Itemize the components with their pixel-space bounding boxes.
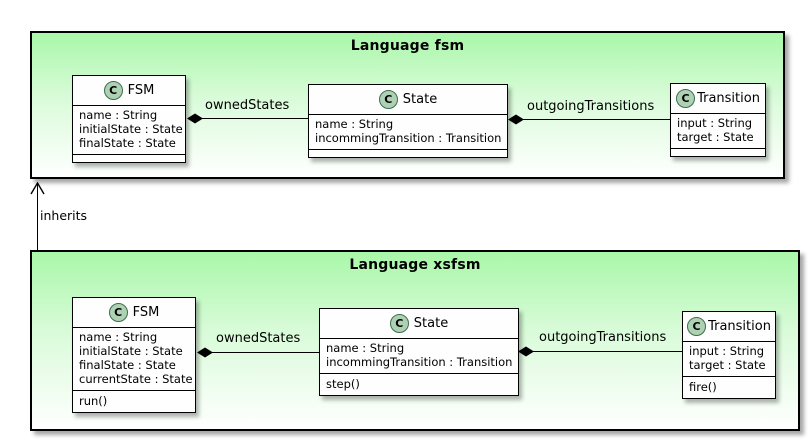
class-name: FSM [132,305,160,320]
package-title: Language fsm [350,38,465,54]
class-transition: C Transition input : String target : Sta… [682,311,776,399]
attribute: name : String [79,108,158,122]
class-name: State [413,316,449,331]
association-ownedstates-line [200,352,319,354]
class-header: C FSM [73,76,185,105]
methods-compartment [73,154,185,162]
association-ownedstates-line [190,118,308,120]
attribute: incommingTransition : Transition [326,355,513,369]
aggregation-diamond-icon [187,113,203,124]
attribute: finalState : State [79,358,176,372]
package-title: Language xsfsm [349,257,481,273]
methods-compartment: fire() [683,376,775,398]
attribute: input : String [677,116,753,130]
class-fsm: C FSM name : String initialState : State… [72,297,196,413]
methods-compartment: step() [320,373,518,395]
association-outgoingtransitions-line [521,351,682,353]
attributes-compartment: input : String target : State [683,341,775,376]
class-header: C FSM [73,298,195,327]
class-stereotype-icon: C [103,81,123,100]
arrowhead-icon [30,182,45,195]
attributes-compartment: name : String initialState : State final… [73,327,195,390]
attribute: finalState : State [79,136,176,150]
class-stereotype-icon: C [389,314,409,333]
class-header: C Transition [671,84,765,113]
methods-compartment [671,148,765,156]
association-label: ownedStates [205,98,290,113]
attribute: target : State [677,130,754,144]
methods-compartment: run() [73,390,195,412]
class-state: C State name : String incommingTransitio… [308,84,508,158]
attributes-compartment: name : String initialState : State final… [73,105,185,154]
attribute: initialState : State [79,344,183,358]
attributes-compartment: name : String incommingTransition : Tran… [309,114,507,149]
class-state: C State name : String incommingTransitio… [319,308,519,396]
inherits-label: inherits [40,208,88,223]
class-header: C State [309,85,507,114]
class-header: C State [320,309,518,338]
attributes-compartment: name : String incommingTransition : Tran… [320,338,518,373]
attribute: incommingTransition : Transition [315,131,502,145]
attribute: name : String [315,117,394,131]
class-name: FSM [127,83,155,98]
class-fsm: C FSM name : String initialState : State… [72,75,186,163]
aggregation-diamond-icon [508,114,524,125]
aggregation-diamond-icon [518,346,534,357]
method: run() [79,394,108,408]
attributes-compartment: input : String target : State [671,113,765,148]
attribute: initialState : State [79,122,183,136]
class-header: C Transition [683,312,775,341]
aggregation-diamond-icon [197,347,213,358]
class-name: Transition [697,91,760,106]
association-label: outgoingTransitions [539,330,667,345]
methods-compartment [309,149,507,157]
class-stereotype-icon: C [108,303,128,322]
method: step() [326,377,360,391]
class-stereotype-icon: C [378,90,398,109]
attribute: currentState : State [79,372,193,386]
class-name: State [402,92,438,107]
method: fire() [689,380,717,394]
association-label: ownedStates [216,331,301,346]
attribute: name : String [79,330,158,344]
class-transition: C Transition input : String target : Sta… [670,83,766,157]
attribute: input : String [689,344,765,358]
inherits-arrow-line [37,184,39,250]
class-stereotype-icon: C [676,89,696,108]
attribute: name : String [326,341,405,355]
association-label: outgoingTransitions [527,99,655,114]
class-stereotype-icon: C [687,317,707,336]
association-outgoingtransitions-line [511,119,670,121]
attribute: target : State [689,358,766,372]
class-name: Transition [708,319,771,334]
